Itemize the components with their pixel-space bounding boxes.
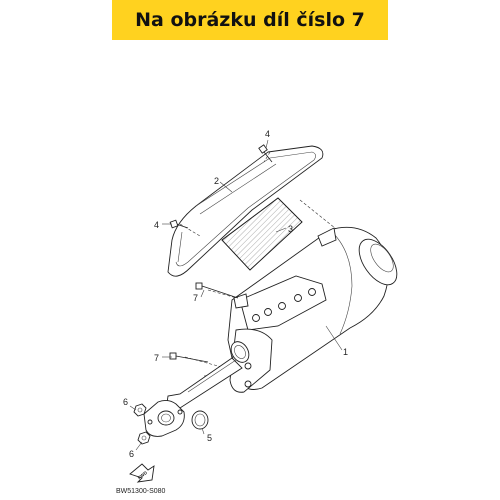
callout-1: 1 [343, 347, 348, 357]
bolt-long-upper [195, 282, 239, 299]
callout-2: 2 [214, 176, 219, 186]
callout-6-upper: 6 [123, 397, 128, 407]
flange-nut-lower [137, 431, 151, 445]
callout-leader-lines [129, 139, 343, 451]
forward-label: FWD [137, 470, 149, 481]
callout-4-upper: 4 [265, 129, 270, 139]
heat-shield-insulator [221, 197, 303, 271]
heat-shield [167, 145, 324, 277]
bolt-left [169, 219, 189, 229]
part-number-banner: Na obrázku díl číslo 7 [112, 0, 388, 40]
callout-7-lower: 7 [154, 353, 159, 363]
callout-4-left: 4 [154, 220, 159, 230]
bolt-long-lower [169, 352, 209, 363]
flange-nut-upper [133, 403, 147, 417]
callout-7-upper: 7 [193, 293, 198, 303]
callout-5: 5 [207, 433, 212, 443]
callout-3: 3 [288, 224, 293, 234]
gasket [191, 410, 209, 430]
exhaust-flange [143, 399, 185, 437]
callout-6-lower: 6 [129, 449, 134, 459]
muffler-assembly [227, 226, 398, 393]
diagram-code: BW51300-S080 [116, 488, 166, 495]
bolt-upper [258, 144, 273, 163]
forward-arrow: FWD [129, 463, 155, 483]
